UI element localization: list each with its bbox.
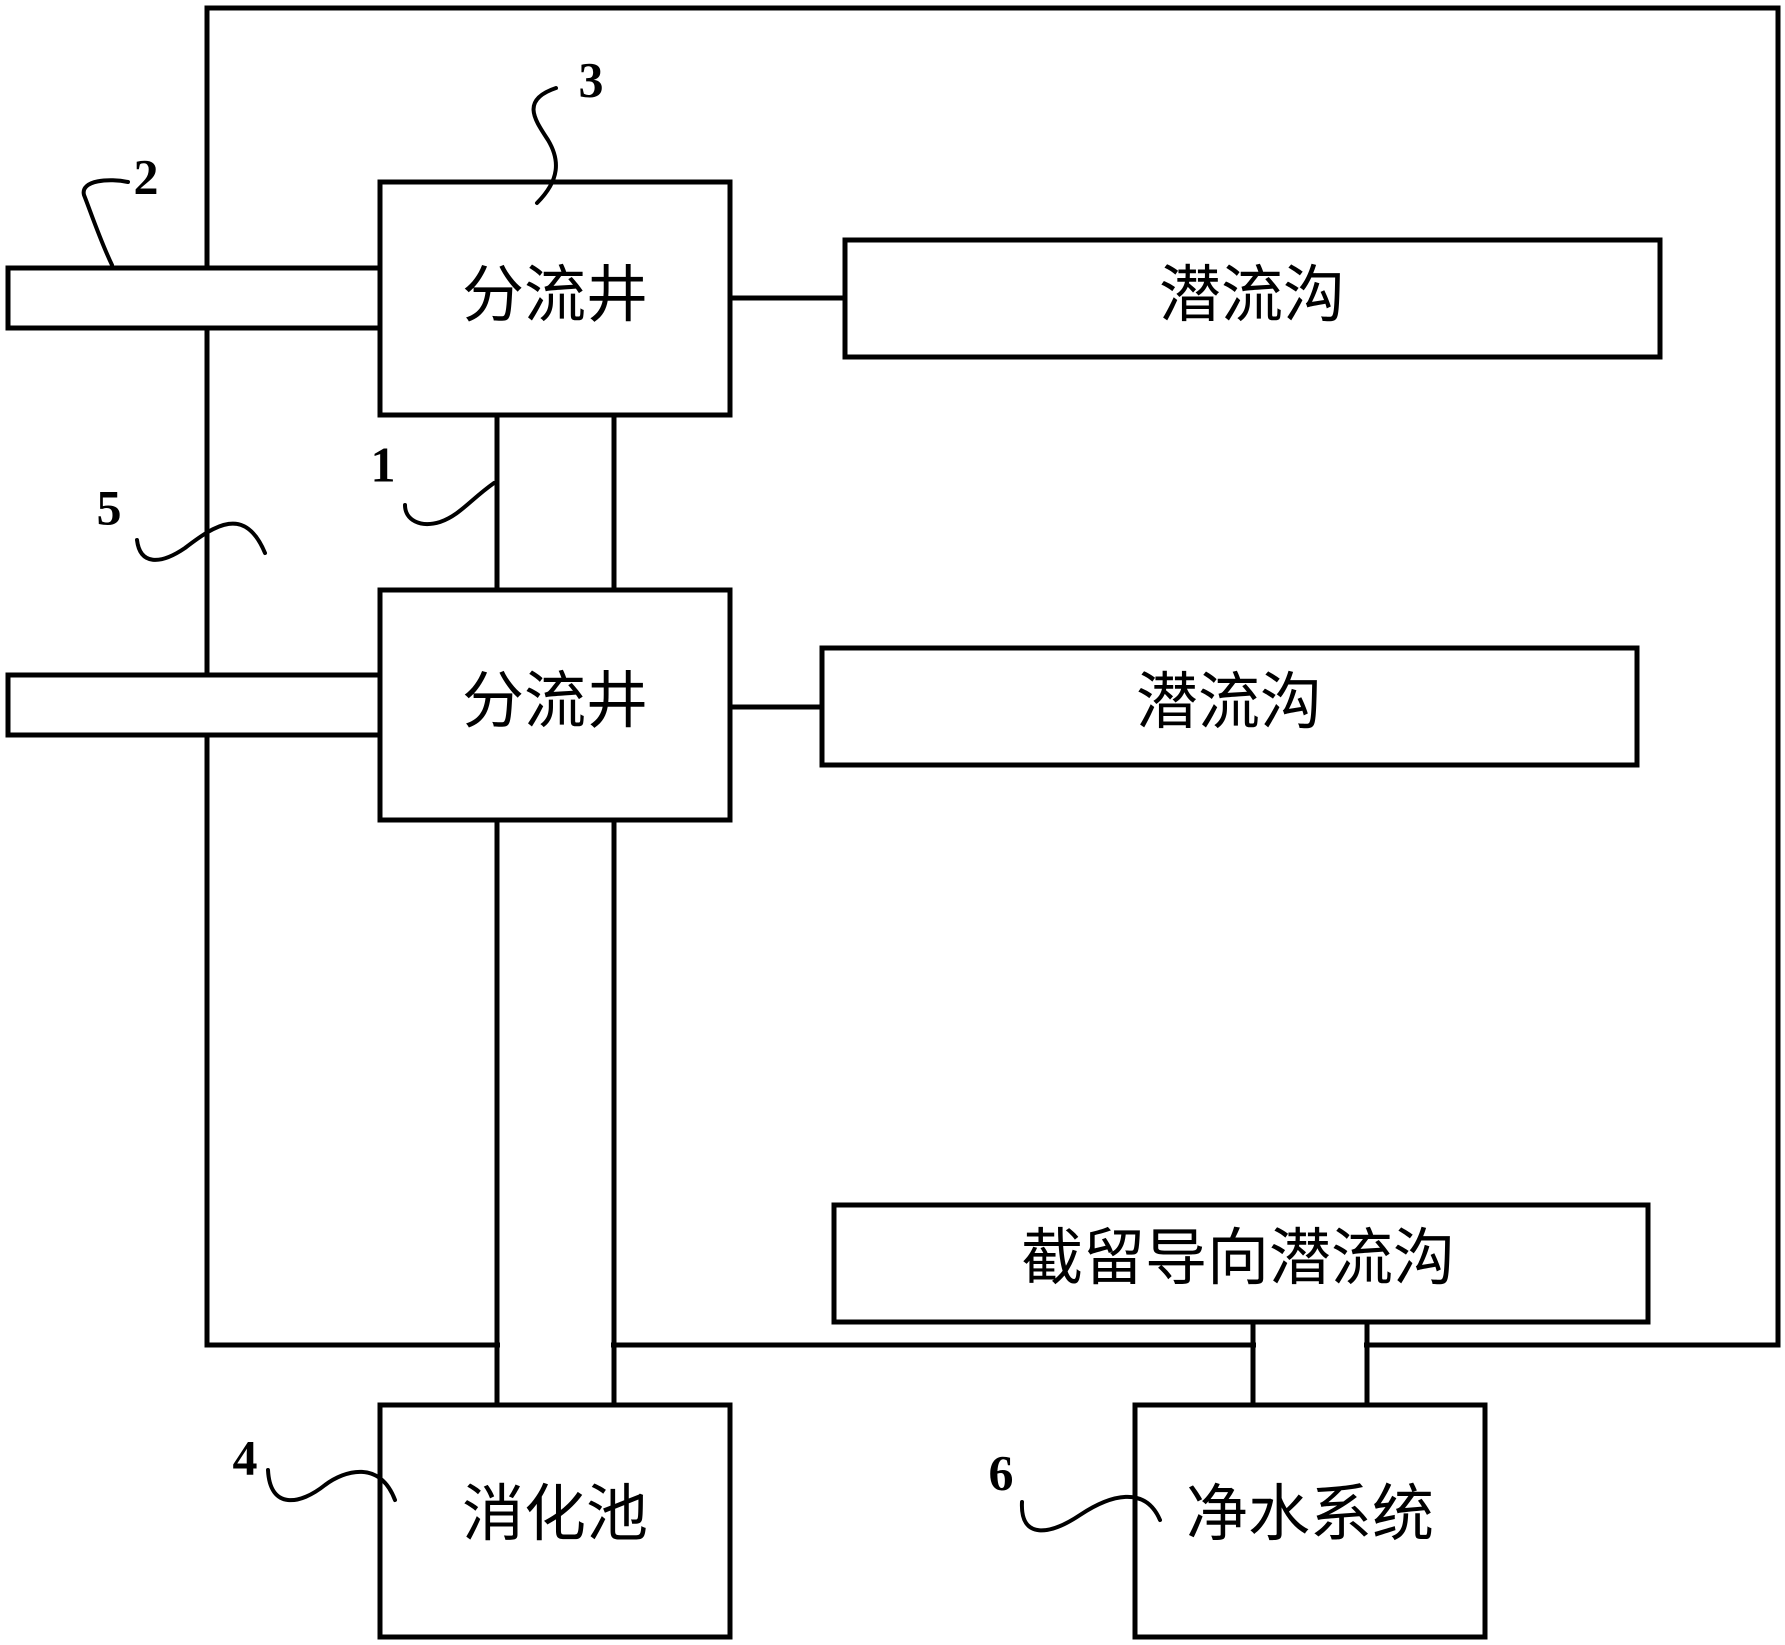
diversion-well-top-label: 分流井 xyxy=(462,258,648,331)
diversion-well-bottom-label: 分流井 xyxy=(462,664,648,737)
purification-system-label: 净水系统 xyxy=(1186,1477,1434,1550)
leader-6 xyxy=(1019,1494,1162,1533)
ref-number-3: 3 xyxy=(579,51,604,107)
ref-number-4: 4 xyxy=(233,1429,258,1485)
inlet-pipe-bottom xyxy=(5,672,383,738)
ref-number-1: 1 xyxy=(371,436,396,492)
leader-1 xyxy=(403,481,496,526)
purification-system xyxy=(1132,1402,1488,1640)
interception-ditch-label: 截留导向潜流沟 xyxy=(1021,1221,1455,1294)
ref-number-2: 2 xyxy=(134,148,159,204)
digestion-tank xyxy=(377,1402,733,1640)
underflow-ditch-top xyxy=(842,237,1663,360)
digestion-tank-label: 消化池 xyxy=(462,1477,648,1550)
diversion-well-bottom xyxy=(377,587,733,823)
underflow-ditch-middle-label: 潜流沟 xyxy=(1136,665,1322,738)
ref-number-6: 6 xyxy=(989,1444,1014,1500)
purify-connector-gap xyxy=(1256,1338,1364,1352)
channel-boundary-gap xyxy=(500,1338,611,1352)
underflow-ditch-middle xyxy=(819,645,1640,768)
leader-3 xyxy=(531,86,558,205)
inlet-pipe-top xyxy=(5,265,383,331)
interception-ditch xyxy=(831,1202,1651,1325)
leader-4 xyxy=(266,1468,397,1503)
ref-number-5: 5 xyxy=(97,479,122,535)
underflow-ditch-top-label: 潜流沟 xyxy=(1159,258,1345,331)
outer-boundary xyxy=(204,5,1781,1348)
leader-5 xyxy=(135,521,267,562)
leader-2 xyxy=(81,178,130,267)
